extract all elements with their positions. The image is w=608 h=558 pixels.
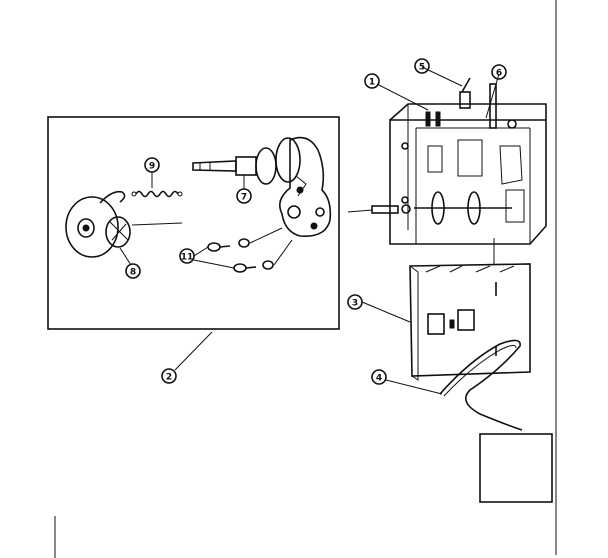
callout-5-label: 5 (419, 63, 425, 73)
callout-4-label: 4 (376, 374, 382, 384)
callout-6: 6 (491, 64, 507, 80)
callout-2: 2 (161, 368, 177, 384)
callout-7: 7 (236, 188, 252, 204)
bottom-reference-box (479, 433, 553, 503)
callout-2-label: 2 (166, 373, 172, 383)
shaft-assembly-part (192, 136, 332, 237)
callout-9-label: 9 (149, 162, 155, 172)
callout-6-label: 6 (496, 69, 502, 79)
callout-1: 1 (364, 73, 380, 89)
callout-11-label: 11 (181, 253, 194, 263)
callout-3-label: 3 (352, 299, 358, 309)
subassembly-inset-frame (47, 116, 340, 330)
leader-lines (119, 66, 500, 395)
switch-housing (389, 77, 547, 245)
callout-5: 5 (414, 58, 430, 74)
callout-11: 11 (179, 248, 195, 264)
wire-harness-part (439, 339, 523, 431)
callout-7-label: 7 (241, 193, 247, 203)
callout-3: 3 (347, 294, 363, 310)
callout-8: 8 (125, 263, 141, 279)
callout-4: 4 (371, 369, 387, 385)
cover-plate-part (409, 238, 531, 381)
cam-disc-part (65, 190, 183, 258)
callout-1-label: 1 (369, 78, 375, 88)
callout-8-label: 8 (130, 268, 136, 278)
spring-part (131, 190, 183, 198)
callout-9: 9 (144, 157, 160, 173)
drive-shaft (347, 204, 411, 214)
